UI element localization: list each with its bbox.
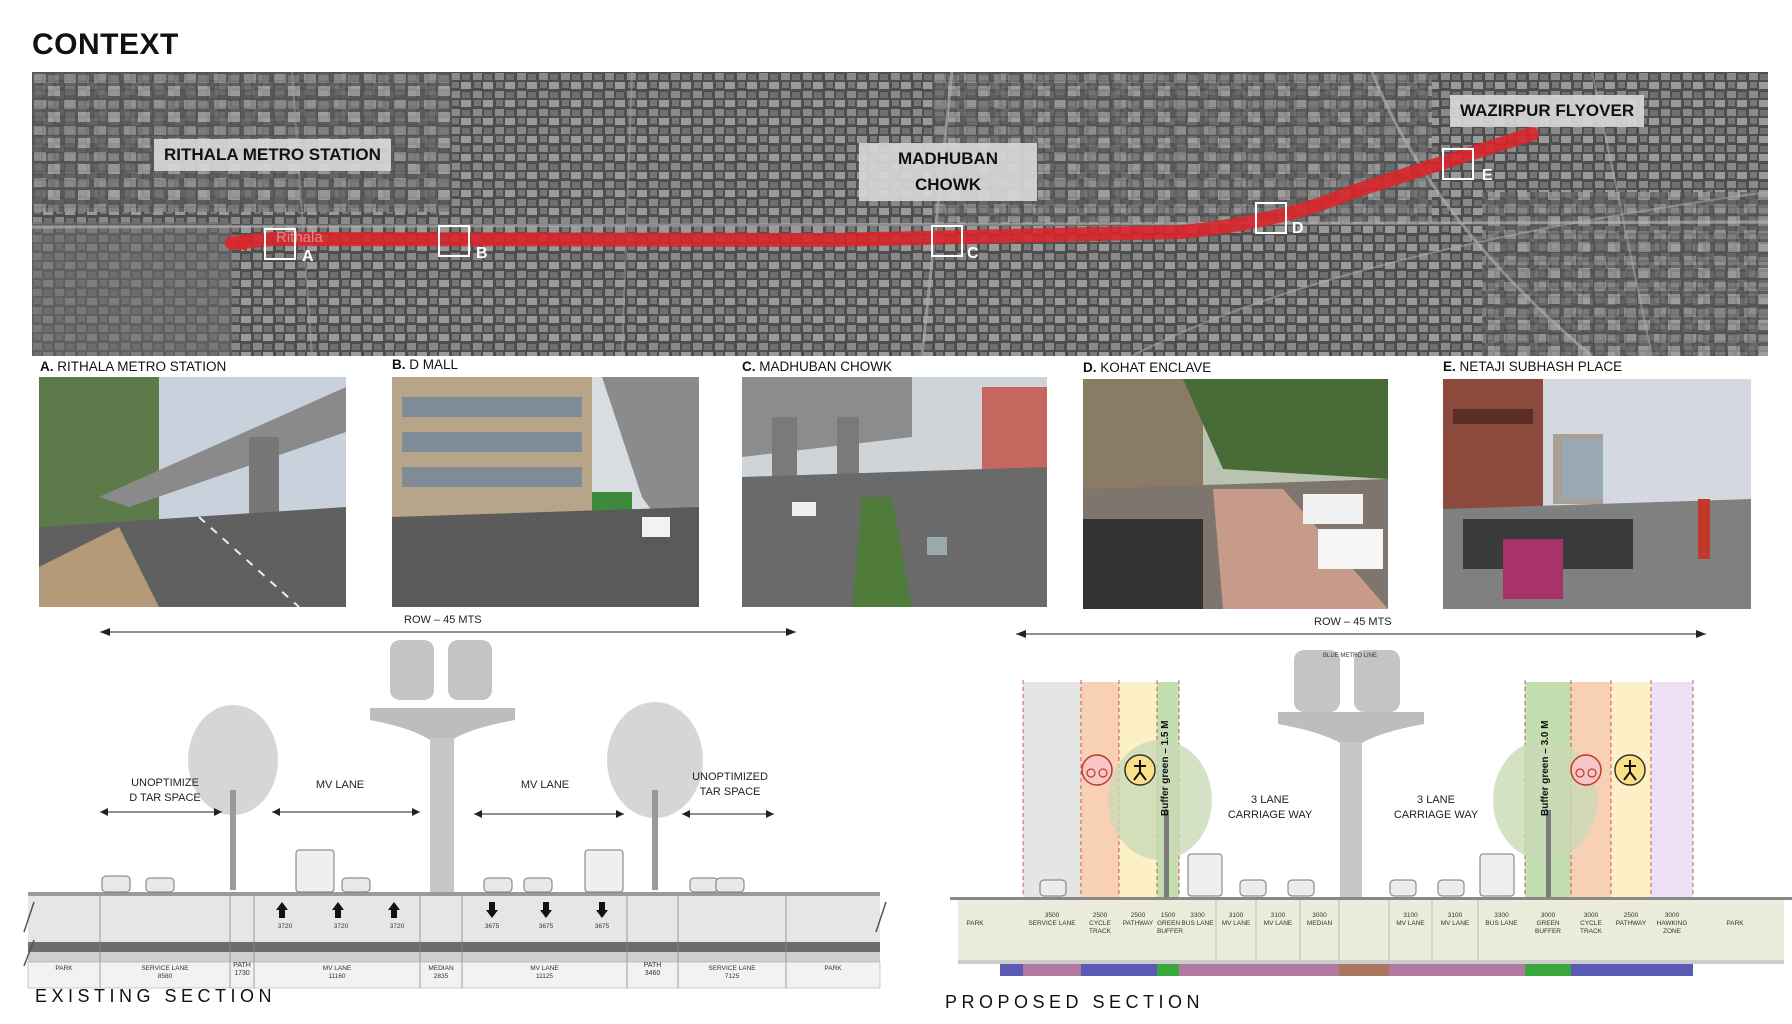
existing-section-drawing	[23, 628, 887, 989]
map-faded-label: Rithala	[276, 229, 323, 246]
existing-lane-width: 3720	[389, 923, 405, 930]
existing-unopt-left: UNOPTIMIZE D TAR SPACE	[129, 777, 201, 804]
map-label-wazirpur: WAZIRPUR FLYOVER	[1450, 95, 1645, 127]
existing-cell: PARK	[824, 965, 842, 972]
marker-box-a	[264, 228, 296, 260]
metro-line-label: BLUE METRO LINE	[1322, 653, 1377, 659]
photo-madhuban	[742, 377, 1047, 607]
page-title: CONTEXT	[32, 28, 179, 61]
buffer-right-label: Buffer green – 3.0 M	[1540, 720, 1551, 816]
existing-row-label: ROW – 45 MTS	[400, 614, 486, 626]
photo-netaji	[1443, 379, 1751, 609]
park-right-label: PARK	[1726, 920, 1744, 927]
park-left-label: PARK	[966, 920, 984, 927]
existing-mv-left: MV LANE	[315, 779, 365, 791]
marker-letter-d: D	[1292, 220, 1304, 237]
map-label-rithala: RITHALA METRO STATION	[154, 139, 391, 171]
existing-lane-width: 3675	[594, 923, 610, 930]
bicycle-icon	[1081, 754, 1113, 786]
photo-caption-b: B. D MALL	[392, 357, 459, 372]
proposed-section-title: PROPOSED SECTION	[945, 992, 1205, 1012]
bicycle-icon	[1570, 754, 1602, 786]
photo-d-mall	[392, 377, 699, 607]
existing-lane-width: 3720	[333, 923, 349, 930]
photo-rithala	[39, 377, 346, 607]
map-label-madhuban: MADHUBAN CHOWK	[859, 143, 1037, 201]
photo-caption-a: A. RITHALA METRO STATION	[40, 359, 227, 374]
existing-lane-width: 3675	[484, 923, 500, 930]
buffer-left-label: Buffer green – 1.5 M	[1160, 720, 1171, 816]
carriage-left-label: 3 LANE CARRIAGE WAY	[1227, 794, 1313, 821]
marker-letter-b: B	[476, 245, 488, 262]
photo-caption-e: E. NETAJI SUBHASH PLACE	[1443, 359, 1623, 374]
marker-letter-c: C	[967, 245, 979, 262]
marker-letter-a: A	[302, 248, 314, 265]
marker-box-b	[438, 225, 470, 257]
route-line	[225, 127, 1539, 250]
existing-cell: PARK	[55, 965, 73, 972]
proposed-section-drawing	[950, 630, 1792, 976]
existing-lane-width: 3675	[538, 923, 554, 930]
carriage-right-label: 3 LANE CARRIAGE WAY	[1393, 794, 1479, 821]
marker-box-d	[1255, 202, 1287, 234]
aerial-map: RITHALA METRO STATION MADHUBAN CHOWK WAZ…	[32, 72, 1768, 356]
proposed-row-label: ROW – 45 MTS	[1310, 616, 1396, 628]
existing-unopt-right: UNOPTIMIZED TAR SPACE	[692, 771, 768, 798]
marker-box-e	[1442, 148, 1474, 180]
marker-box-c	[931, 225, 963, 257]
photo-caption-d: D. KOHAT ENCLAVE	[1083, 360, 1212, 375]
marker-letter-e: E	[1482, 167, 1493, 184]
photo-kohat	[1083, 379, 1388, 609]
existing-mv-right: MV LANE	[520, 779, 570, 791]
photo-caption-c: C. MADHUBAN CHOWK	[742, 359, 893, 374]
existing-lane-width: 3720	[277, 923, 293, 930]
existing-section-title: EXISTING SECTION	[35, 986, 277, 1006]
